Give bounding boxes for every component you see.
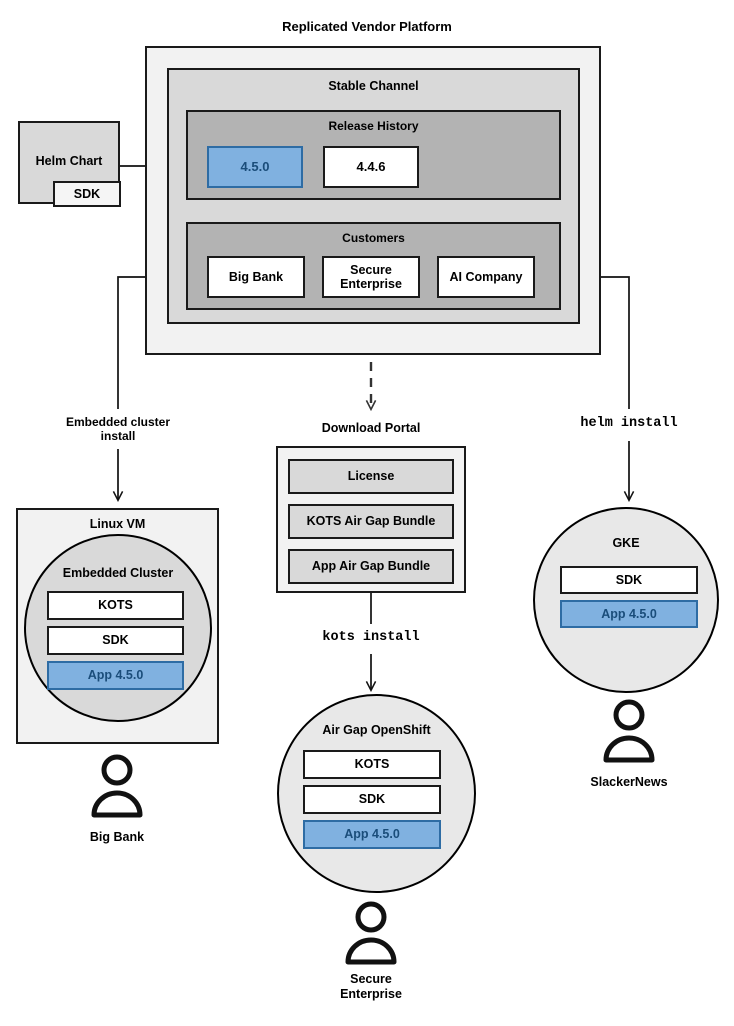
linux-vm-component-app[interactable]: App 4.5.0 bbox=[47, 661, 184, 690]
customer-ai-company[interactable]: AI Company bbox=[437, 256, 535, 298]
linux-vm-label: Linux VM bbox=[89, 517, 146, 531]
stable-channel-label: Stable Channel bbox=[328, 79, 419, 93]
gke-label: GKE bbox=[612, 536, 640, 550]
download-artifact-kots-air-gap-bundle[interactable]: KOTS Air Gap Bundle bbox=[288, 504, 454, 539]
gke-component-sdk[interactable]: SDK bbox=[560, 566, 698, 594]
actor-label-line-2: Enterprise bbox=[340, 987, 402, 1001]
openshift-component-kots[interactable]: KOTS bbox=[303, 750, 441, 779]
actor-label-slackernews: SlackerNews bbox=[590, 775, 668, 789]
actor-label-big-bank: Big Bank bbox=[89, 830, 145, 844]
person-icon bbox=[603, 699, 655, 763]
openshift-component-app[interactable]: App 4.5.0 bbox=[303, 820, 441, 849]
person-icon bbox=[91, 754, 143, 818]
download-artifact-license[interactable]: License bbox=[288, 459, 454, 494]
customers-label: Customers bbox=[342, 231, 405, 245]
actor-label-secure-enterprise: Secure Enterprise bbox=[291, 972, 451, 1002]
helm-chart-sdk-box[interactable]: SDK bbox=[53, 181, 121, 207]
person-icon bbox=[345, 901, 397, 965]
edge-label-helm-install: helm install bbox=[580, 416, 678, 431]
release-version-4-5-0[interactable]: 4.5.0 bbox=[207, 146, 303, 188]
edge-label-kots-install: kots install bbox=[322, 630, 420, 645]
edge-label-embedded-cluster-install: Embedded cluster install bbox=[48, 415, 188, 444]
release-history-label: Release History bbox=[328, 119, 419, 133]
download-portal-label: Download Portal bbox=[321, 421, 421, 435]
gke-component-app[interactable]: App 4.5.0 bbox=[560, 600, 698, 628]
download-artifact-app-air-gap-bundle[interactable]: App Air Gap Bundle bbox=[288, 549, 454, 584]
edge-label-line-2: install bbox=[100, 429, 136, 444]
customer-secure-enterprise[interactable]: Secure Enterprise bbox=[322, 256, 420, 298]
actor-label-line-1: Secure bbox=[350, 972, 392, 986]
customer-big-bank[interactable]: Big Bank bbox=[207, 256, 305, 298]
page-title: Replicated Vendor Platform bbox=[282, 19, 452, 34]
embedded-cluster-label: Embedded Cluster bbox=[62, 566, 174, 580]
linux-vm-component-kots[interactable]: KOTS bbox=[47, 591, 184, 620]
linux-vm-component-sdk[interactable]: SDK bbox=[47, 626, 184, 655]
air-gap-openshift-label: Air Gap OpenShift bbox=[322, 723, 431, 737]
edge-label-line-1: Embedded cluster bbox=[65, 415, 171, 429]
release-version-4-4-6[interactable]: 4.4.6 bbox=[323, 146, 419, 188]
openshift-component-sdk[interactable]: SDK bbox=[303, 785, 441, 814]
